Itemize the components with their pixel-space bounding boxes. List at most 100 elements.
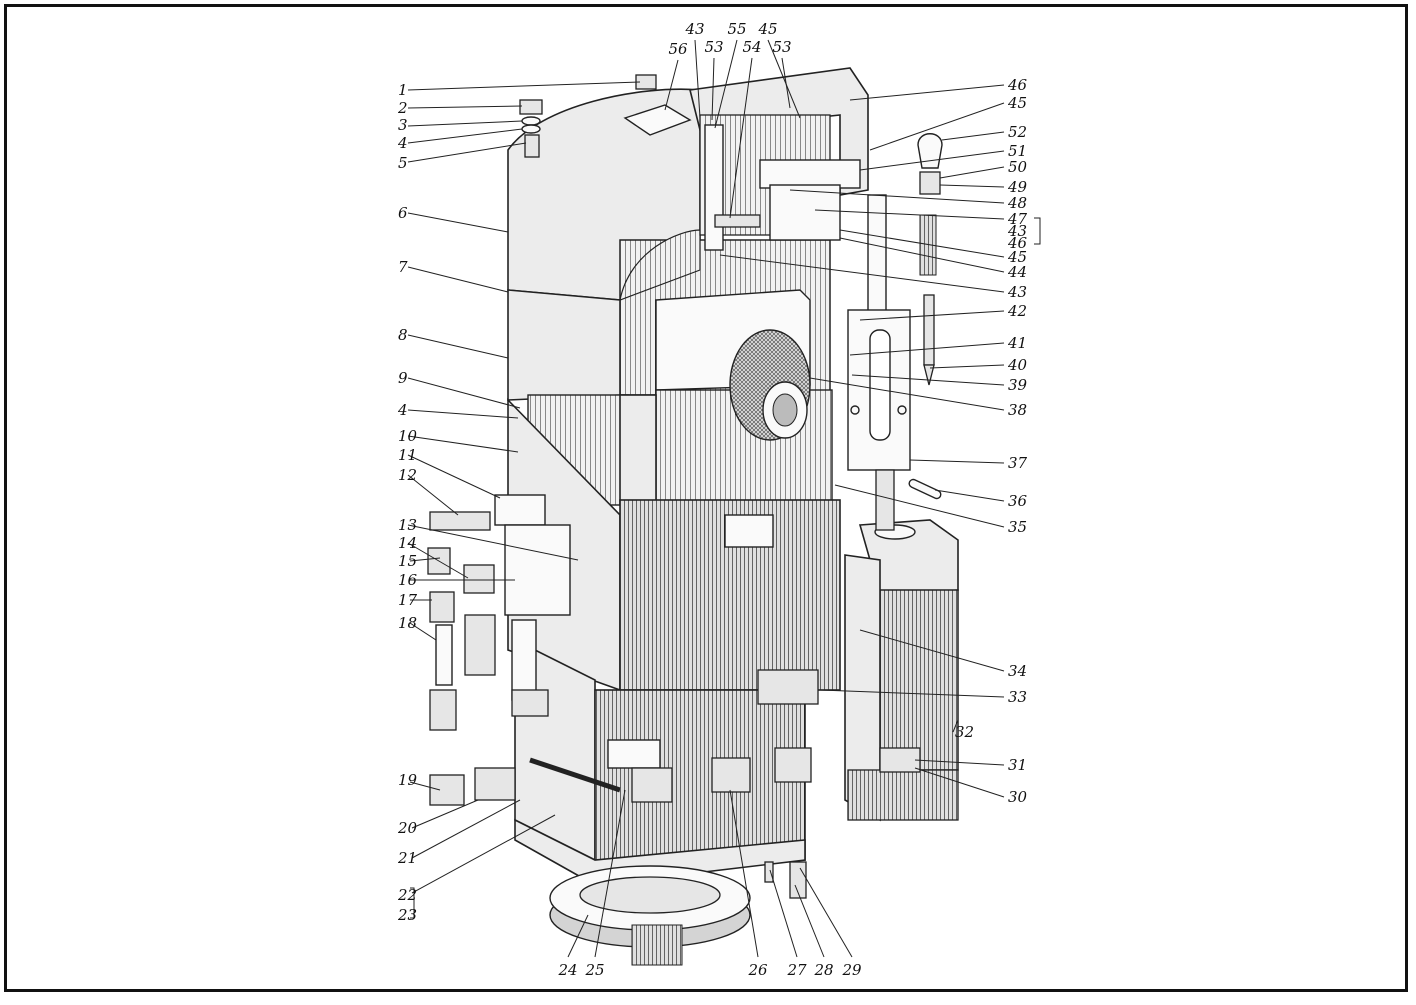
leader-lines bbox=[407, 39, 1041, 958]
leader-line bbox=[411, 814, 556, 894]
callout-number: 29 bbox=[841, 961, 862, 979]
callout-number: 44 bbox=[1007, 263, 1027, 281]
leader-line bbox=[809, 377, 1005, 411]
callout-number: 54 bbox=[742, 38, 761, 56]
leader-line bbox=[767, 39, 801, 119]
callout-number: 32 bbox=[955, 723, 974, 741]
group-bracket bbox=[1034, 217, 1041, 245]
callout-number: 45 bbox=[1007, 94, 1027, 112]
callout-number: 45 bbox=[757, 20, 777, 38]
leader-line bbox=[407, 334, 509, 359]
callout-number: 53 bbox=[704, 38, 723, 56]
callout-number: 2 bbox=[397, 99, 408, 117]
leader-line bbox=[934, 489, 1005, 502]
callout-number: 39 bbox=[1008, 376, 1028, 394]
exploded-small-parts bbox=[908, 133, 943, 500]
callout-number: 3 bbox=[398, 116, 408, 134]
callout-number: 11 bbox=[398, 446, 417, 464]
callout-number: 37 bbox=[1008, 454, 1028, 472]
leader-line bbox=[849, 84, 1005, 101]
callout-number: 14 bbox=[398, 534, 417, 552]
callout-number: 5 bbox=[398, 154, 408, 172]
callout-number: 31 bbox=[1008, 756, 1027, 774]
callout-number: 56 bbox=[668, 40, 688, 58]
callout-number: 10 bbox=[398, 427, 418, 445]
leader-line bbox=[914, 759, 1005, 766]
callout-number: 1 bbox=[398, 81, 408, 99]
border-frame bbox=[4, 4, 1408, 992]
leader-line bbox=[952, 719, 959, 733]
leader-line bbox=[794, 884, 825, 958]
leader-line bbox=[851, 374, 1005, 386]
callout-number: 34 bbox=[1008, 662, 1027, 680]
leader-line bbox=[409, 781, 441, 791]
callout-number: 7 bbox=[398, 258, 408, 276]
leader-line bbox=[834, 484, 1005, 528]
callout-number: 12 bbox=[398, 466, 417, 484]
callout-number: 46 bbox=[1007, 234, 1028, 252]
callout-number: 15 bbox=[398, 552, 417, 570]
leader-line bbox=[719, 254, 1005, 293]
leader-line bbox=[849, 342, 1005, 356]
leader-line bbox=[914, 767, 1005, 798]
leader-line bbox=[929, 364, 1005, 369]
callout-number: 20 bbox=[397, 819, 418, 837]
leader-line bbox=[869, 102, 1005, 151]
leader-line bbox=[567, 914, 589, 958]
base-flange bbox=[549, 865, 751, 966]
callout-number: 8 bbox=[398, 326, 408, 344]
leader-line bbox=[909, 459, 1005, 464]
leader-line bbox=[407, 105, 523, 109]
callout-number: 18 bbox=[398, 614, 417, 632]
callout-number: 46 bbox=[1007, 76, 1028, 94]
callout-number: 35 bbox=[1008, 518, 1027, 536]
callout-number: 53 bbox=[772, 38, 791, 56]
callout-number: 9 bbox=[398, 369, 408, 387]
leader-line bbox=[819, 689, 1005, 698]
leader-line bbox=[407, 81, 641, 91]
callout-number: 4 bbox=[397, 134, 408, 152]
leader-line bbox=[411, 799, 479, 829]
callout-number: 17 bbox=[398, 591, 418, 609]
leader-line bbox=[407, 474, 459, 516]
leader-line bbox=[814, 209, 1005, 220]
callout-number: 52 bbox=[1008, 123, 1027, 141]
callout-number: 41 bbox=[1007, 334, 1027, 352]
callout-number: 27 bbox=[786, 961, 807, 979]
callout-number: 50 bbox=[1008, 158, 1028, 176]
lower-housing bbox=[507, 398, 841, 886]
leader-line bbox=[411, 799, 521, 859]
leader-line bbox=[941, 131, 1005, 141]
leader-line bbox=[859, 150, 1005, 171]
leader-line bbox=[939, 166, 1005, 179]
callout-number: 55 bbox=[727, 20, 746, 38]
leader-line bbox=[711, 57, 715, 121]
callout-number: 26 bbox=[747, 961, 768, 979]
leader-line bbox=[409, 622, 437, 641]
leader-line bbox=[939, 184, 1005, 188]
right-side-block bbox=[844, 519, 959, 822]
callout-number: 16 bbox=[398, 571, 418, 589]
guide-rod-assembly bbox=[847, 194, 911, 531]
callout-number: 28 bbox=[813, 961, 833, 979]
leader-line bbox=[407, 142, 527, 163]
callout-number: 45 bbox=[1007, 248, 1027, 266]
callout-number: 51 bbox=[1008, 142, 1027, 160]
callout-number: 4 bbox=[397, 401, 408, 419]
callout-number: 33 bbox=[1008, 688, 1027, 706]
callout-number: 13 bbox=[398, 516, 417, 534]
leader-line bbox=[407, 128, 523, 144]
leader-line bbox=[789, 189, 1005, 204]
leader-line bbox=[407, 212, 509, 233]
top-small-parts bbox=[519, 74, 692, 158]
leader-line bbox=[859, 310, 1005, 321]
callout-number: 49 bbox=[1007, 178, 1028, 196]
bottom-fittings bbox=[631, 669, 921, 899]
callout-number: 43 bbox=[1007, 283, 1027, 301]
leader-line bbox=[407, 524, 579, 561]
leader-line bbox=[407, 542, 469, 579]
callout-number: 36 bbox=[1008, 492, 1028, 510]
leader-line bbox=[407, 120, 523, 127]
